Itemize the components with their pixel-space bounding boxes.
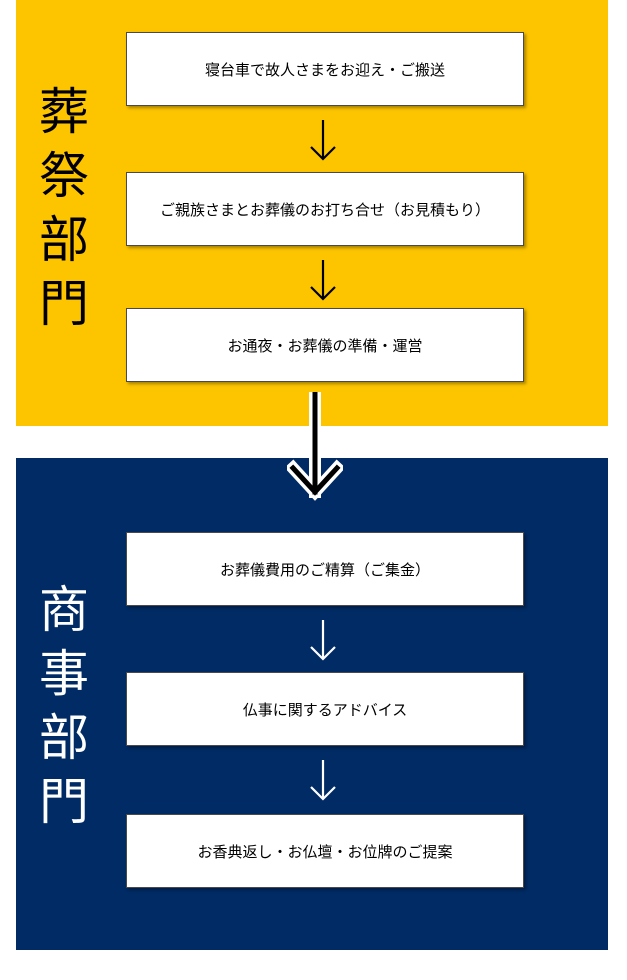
label-char: 門 bbox=[39, 275, 89, 333]
step-box: お葬儀費用のご精算（ご集金） bbox=[126, 532, 524, 606]
label-char: 商 bbox=[39, 581, 89, 639]
commerce-section: 商 事 部 門 お葬儀費用のご精算（ご集金） 仏事に関するアドバイス お香典返し… bbox=[16, 458, 608, 950]
down-arrow-icon bbox=[310, 260, 336, 301]
label-char: 部 bbox=[39, 709, 89, 767]
label-char: 葬 bbox=[39, 83, 89, 141]
label-char: 事 bbox=[39, 645, 89, 703]
step-box: お通夜・お葬儀の準備・運営 bbox=[126, 308, 524, 382]
label-char: 祭 bbox=[39, 147, 89, 205]
down-arrow-icon bbox=[310, 120, 336, 161]
down-arrow-icon bbox=[310, 620, 336, 661]
step-box: お香典返し・お仏壇・お位牌のご提案 bbox=[126, 814, 524, 888]
bold-down-arrow-icon bbox=[287, 392, 343, 501]
down-arrow-icon bbox=[310, 760, 336, 801]
label-char: 部 bbox=[39, 211, 89, 269]
funeral-department-label: 葬 祭 部 門 bbox=[36, 80, 92, 336]
step-box: ご親族さまとお葬儀のお打ち合せ（お見積もり） bbox=[126, 172, 524, 246]
step-box: 仏事に関するアドバイス bbox=[126, 672, 524, 746]
funeral-section: 葬 祭 部 門 寝台車で故人さまをお迎え・ご搬送 ご親族さまとお葬儀のお打ち合せ… bbox=[16, 0, 608, 426]
step-box: 寝台車で故人さまをお迎え・ご搬送 bbox=[126, 32, 524, 106]
label-char: 門 bbox=[39, 773, 89, 831]
commerce-department-label: 商 事 部 門 bbox=[36, 578, 92, 834]
